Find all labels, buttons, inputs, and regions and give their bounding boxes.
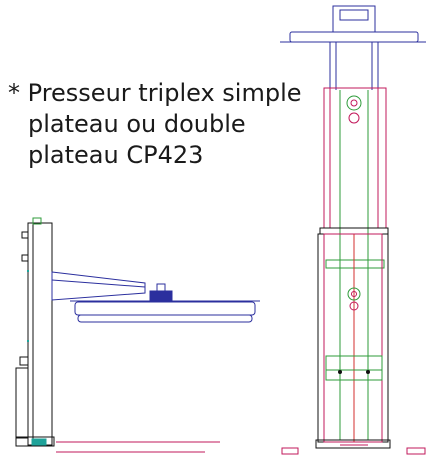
caption-line-1: * Presseur triplex simple xyxy=(8,78,302,109)
front-view-upper-body xyxy=(323,87,387,229)
front-view-band-green xyxy=(325,259,385,269)
caption-line-2: plateau ou double xyxy=(28,110,246,138)
front-view-gear-lower xyxy=(348,112,360,124)
caption-text-1: Presseur triplex simple xyxy=(27,79,302,107)
front-view-slot-lower xyxy=(325,369,383,381)
front-view-gear-mid-hub xyxy=(351,291,357,297)
front-view-gear-top xyxy=(346,95,362,111)
side-view-arm-inner xyxy=(51,279,146,288)
caption-bullet: * xyxy=(8,79,20,107)
caption-line-3: plateau CP423 xyxy=(28,141,204,169)
side-view-top-cap xyxy=(32,217,42,225)
side-view-tab-2 xyxy=(21,254,29,262)
front-view-top-clamp-inner xyxy=(339,9,369,21)
side-view-hub-top xyxy=(156,283,166,292)
side-view-hub xyxy=(149,290,173,302)
front-view-bolt-right xyxy=(366,370,370,374)
side-view-tab-3 xyxy=(19,356,29,366)
side-view-base-fill xyxy=(31,438,47,446)
side-view-column xyxy=(27,222,53,446)
side-view-lower-block xyxy=(15,367,29,439)
side-view-base xyxy=(15,436,55,447)
side-view-arm xyxy=(51,271,146,301)
side-view-drawing xyxy=(15,217,260,453)
side-view-platen-lower xyxy=(77,314,253,323)
front-view-gear-mid xyxy=(347,287,361,301)
front-view-lower-body-inner xyxy=(323,233,383,443)
side-view-platen xyxy=(74,301,256,316)
front-view-base xyxy=(315,439,391,449)
front-view-gear-mid-lower xyxy=(349,301,359,311)
front-view-gear-top-hub xyxy=(350,99,358,107)
product-caption: * Presseur triplex simple plateau ou dou… xyxy=(8,78,302,171)
front-view-foot-left xyxy=(281,447,299,455)
front-view-drawing xyxy=(280,5,426,455)
front-view-foot-right xyxy=(406,447,426,455)
front-view-bolt-left xyxy=(338,370,342,374)
front-view-crossbar xyxy=(289,31,419,43)
side-view-tab-1 xyxy=(21,231,29,239)
front-view-lower-body xyxy=(317,233,389,443)
front-view-band-top xyxy=(319,227,389,235)
